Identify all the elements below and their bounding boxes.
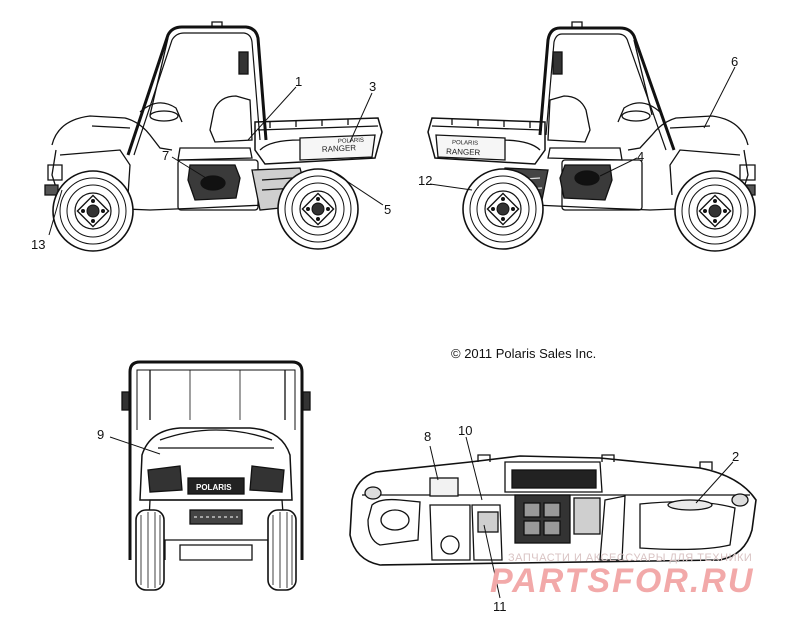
copyright-notice: © 2011 Polaris Sales Inc.	[451, 346, 596, 361]
right-brand-decal: POLARIS	[452, 140, 478, 147]
callout-13: 13	[31, 237, 45, 252]
callout-6: 6	[731, 54, 738, 69]
right-rear-wheel	[462, 168, 544, 250]
callout-leaders	[48, 66, 736, 599]
left-brand-decal: POLARIS	[338, 138, 364, 145]
callout-12: 12	[418, 173, 432, 188]
callout-2: 2	[732, 449, 739, 464]
watermark-logo: PARTSFOR.RU	[490, 562, 754, 600]
right-front-wheel	[674, 170, 756, 252]
callout-8: 8	[424, 429, 431, 444]
front-grille-decal: POLARIS	[196, 483, 232, 492]
callout-5: 5	[384, 202, 391, 217]
left-bed-ranger-decal: RANGER	[322, 143, 357, 154]
callout-9: 9	[97, 427, 104, 442]
callout-4: 4	[637, 149, 644, 164]
callout-3: 3	[369, 79, 376, 94]
callout-11: 11	[493, 599, 507, 614]
front-view	[121, 360, 311, 591]
callout-1: 1	[295, 74, 302, 89]
callout-10: 10	[458, 423, 472, 438]
right-bed-ranger-decal: RANGER	[446, 147, 481, 157]
dashboard-view	[349, 454, 757, 566]
watermark-tagline: ЗАПЧАСТИ И АКСЕССУАРЫ ДЛЯ ТЕХНИКИ	[508, 552, 752, 564]
callout-7: 7	[162, 148, 169, 163]
left-front-wheel	[52, 170, 134, 252]
